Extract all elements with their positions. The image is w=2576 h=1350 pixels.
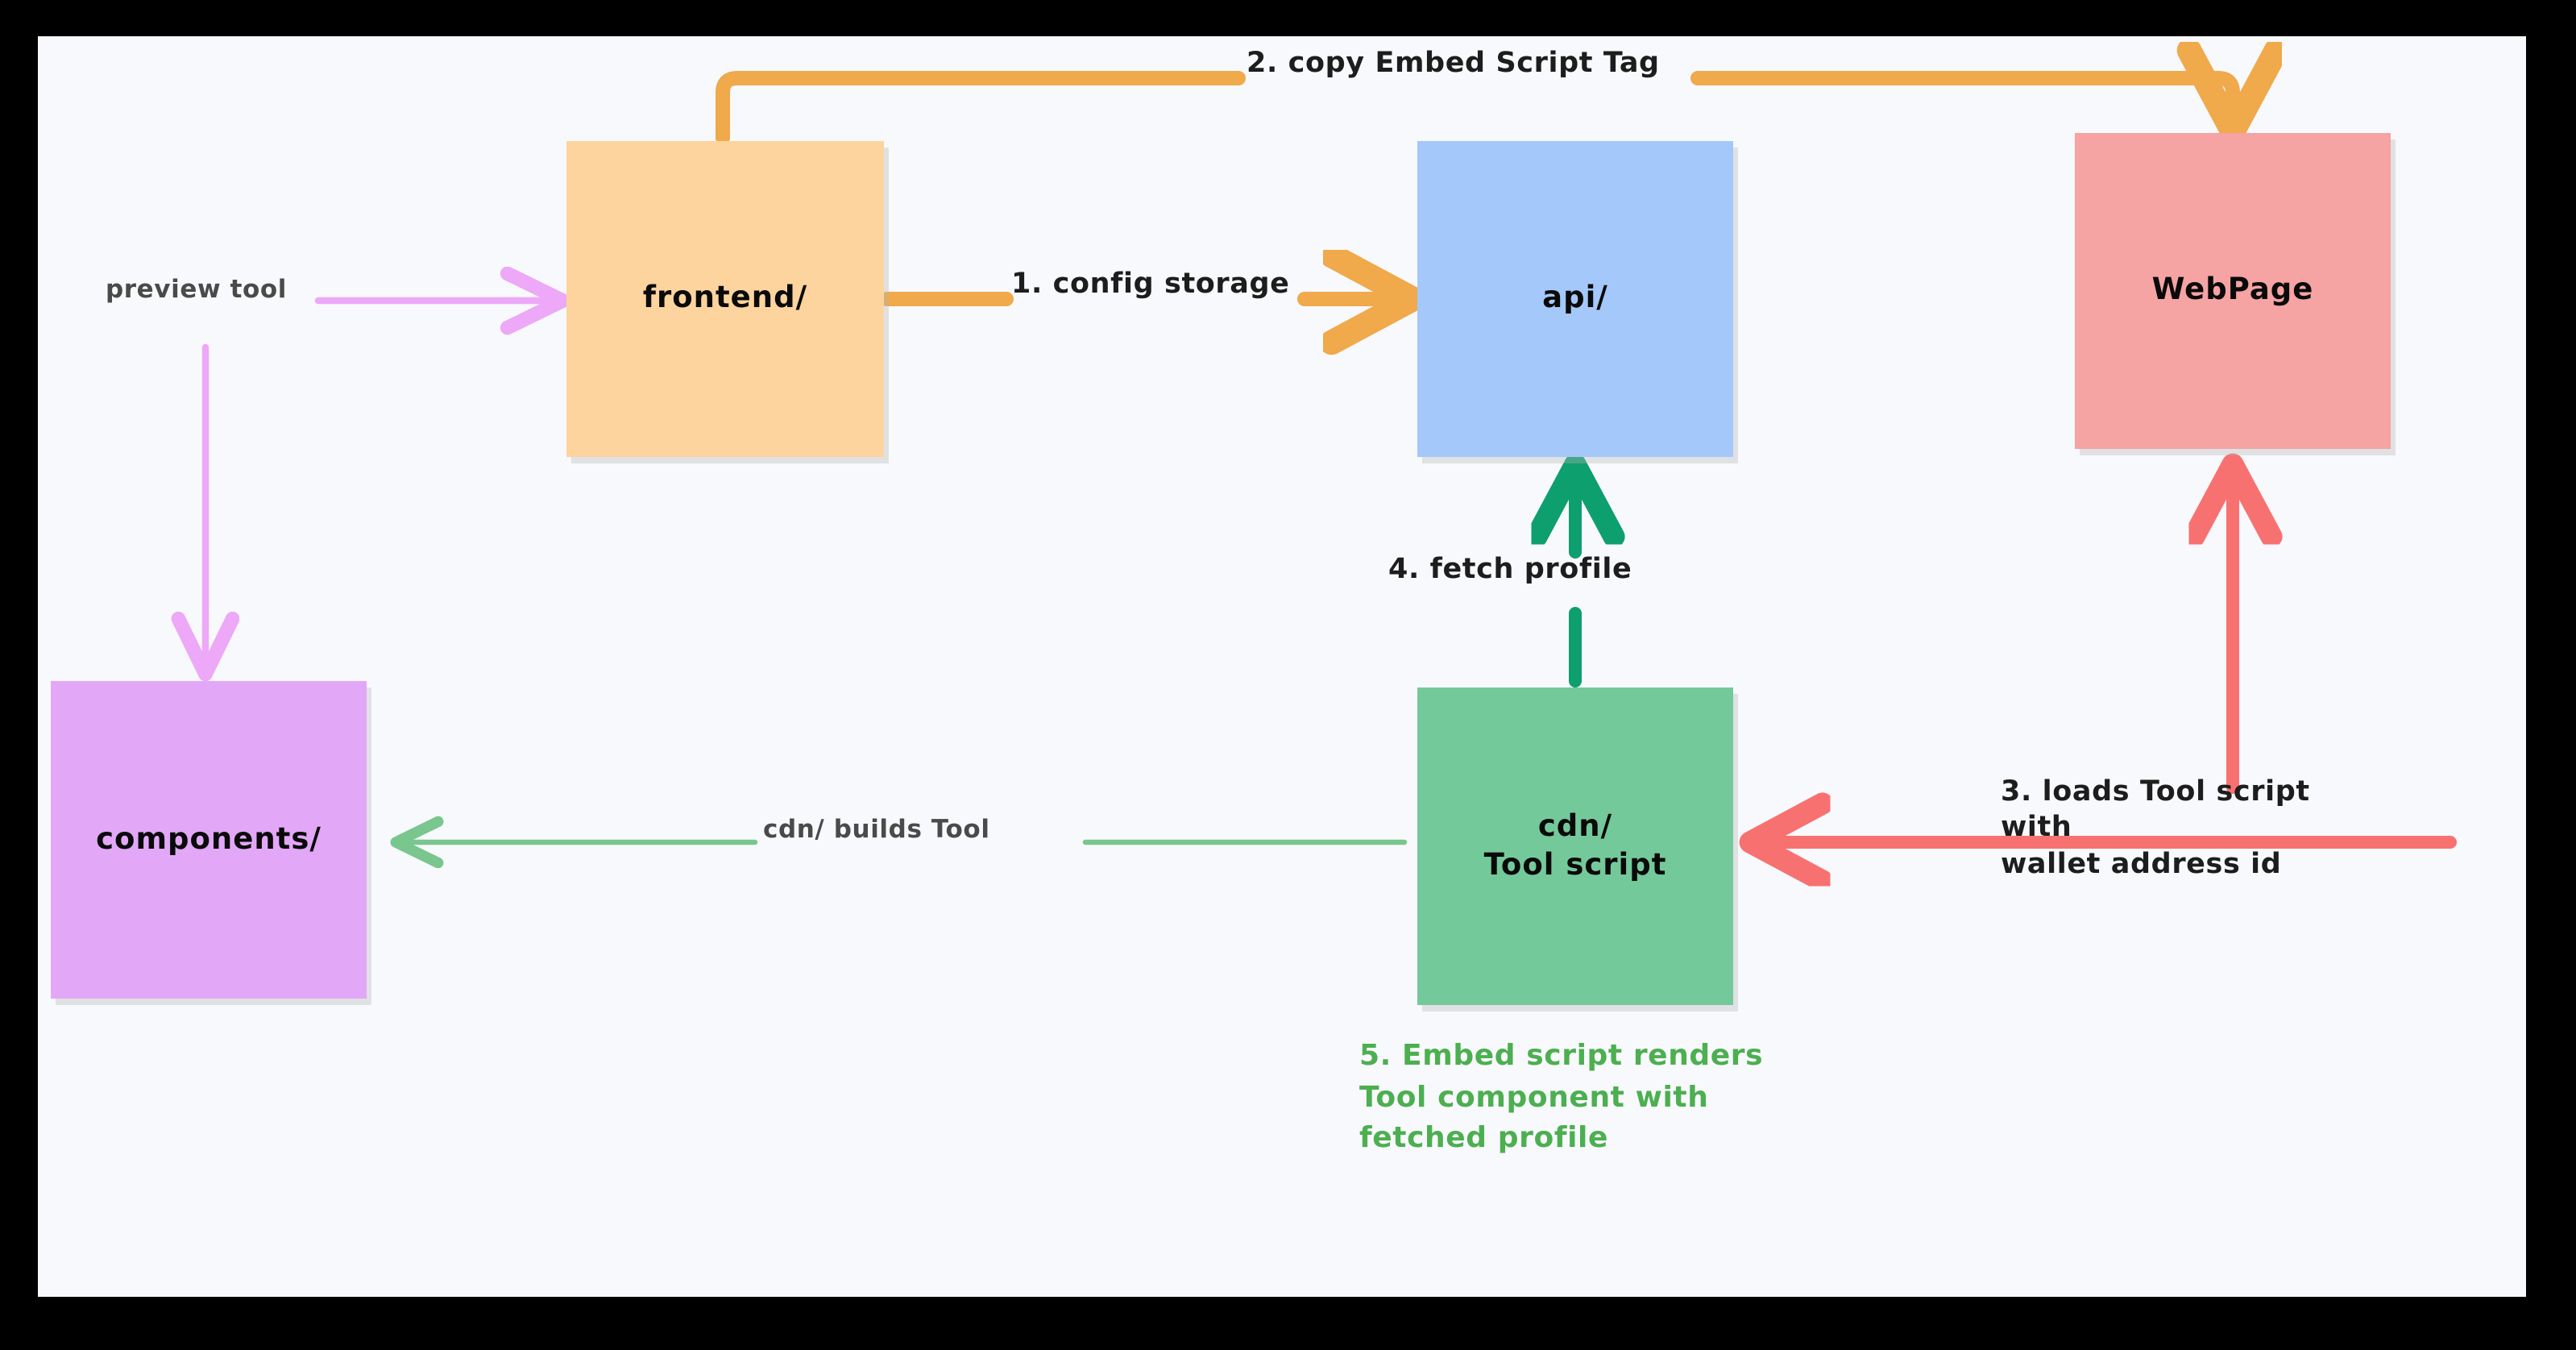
edge-label-loads-tool-script: 3. loads Tool script with wallet address…: [2001, 776, 2310, 881]
node-components-label: components/: [96, 822, 321, 857]
node-frontend-label: frontend/: [642, 281, 808, 316]
node-webpage[interactable]: WebPage: [2075, 133, 2391, 449]
node-cdn-tool-script[interactable]: cdn/ Tool script: [1417, 687, 1733, 1005]
note-embed-renders: 5. Embed script renders Tool component w…: [1359, 1039, 1764, 1156]
node-components[interactable]: components/: [51, 681, 367, 999]
node-frontend[interactable]: frontend/: [566, 141, 884, 457]
node-api[interactable]: api/: [1417, 141, 1733, 457]
node-webpage-label: WebPage: [2151, 273, 2314, 308]
edge-copy-embed-script-tag: [716, 78, 2233, 145]
edge-label-fetch-profile: 4. fetch profile: [1388, 554, 1632, 586]
node-api-label: api/: [1542, 281, 1608, 316]
edge-label-preview-tool: preview tool: [106, 275, 288, 304]
edge-label-config-storage: 1. config storage: [1011, 268, 1290, 301]
edge-label-cdn-builds-tool: cdn/ builds Tool: [763, 815, 990, 844]
diagram-canvas: frontend/ api/ WebPage components/ cdn/ …: [38, 36, 2526, 1297]
edge-label-copy-embed-script-tag: 2. copy Embed Script Tag: [1247, 48, 1660, 80]
node-cdn-label-line2: Tool script: [1483, 848, 1667, 882]
node-cdn-label-line1: cdn/: [1537, 810, 1613, 845]
